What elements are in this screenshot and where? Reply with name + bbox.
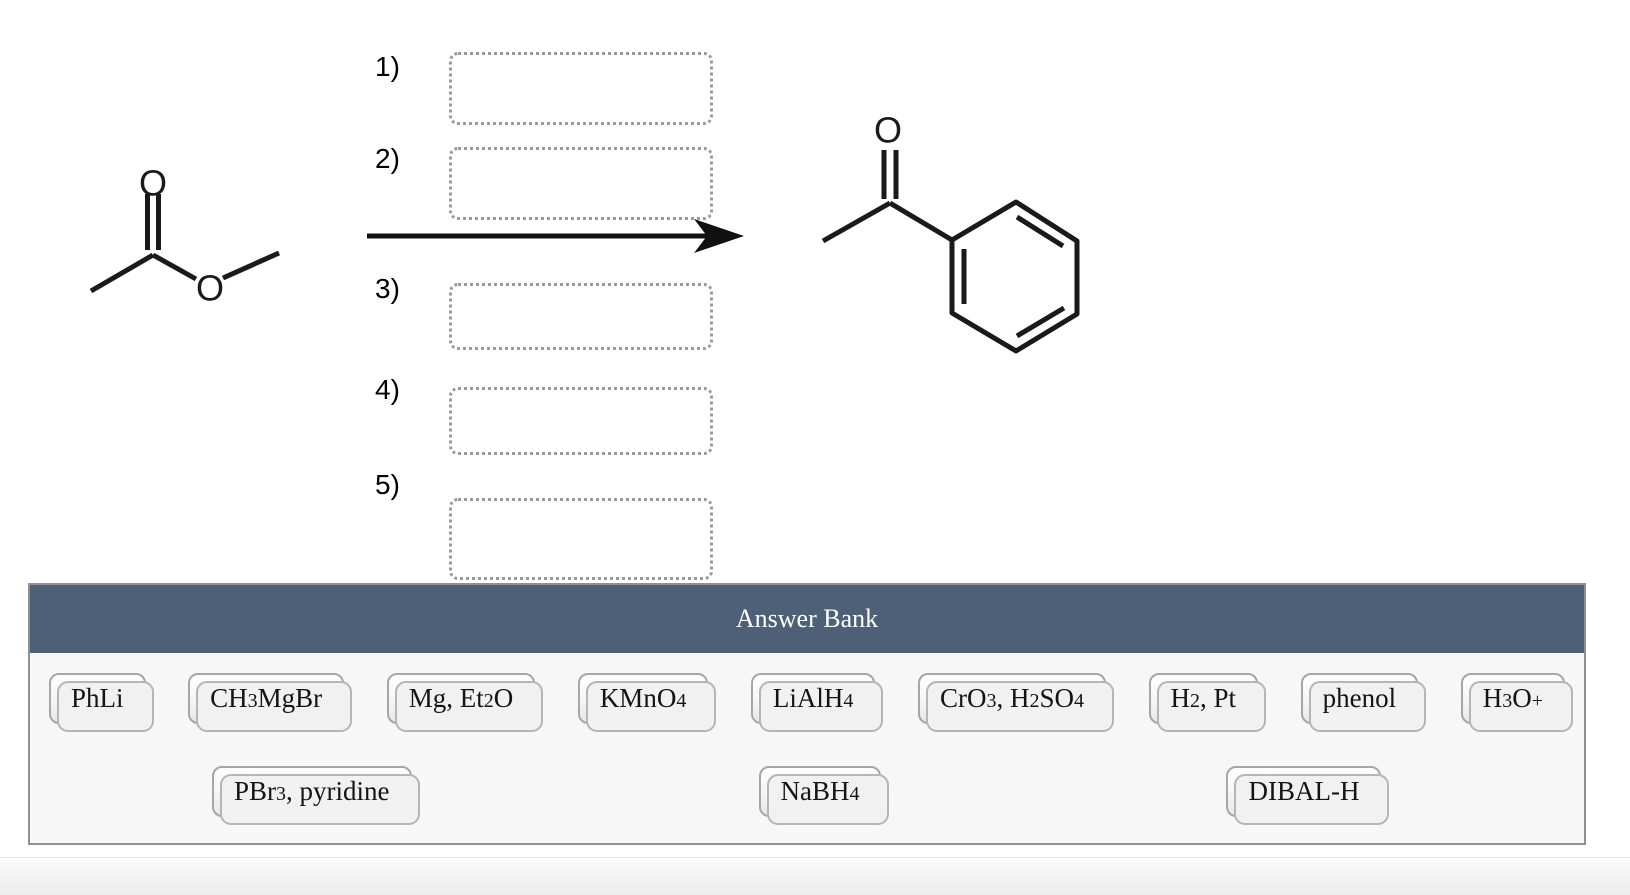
chip-label-part: , H	[996, 683, 1030, 713]
reaction-scheme-drawing: O O O	[89, 110, 1080, 354]
drop-zone-2[interactable]	[449, 147, 713, 220]
step-label-1: 1)	[375, 51, 400, 82]
drop-zone-4[interactable]	[449, 387, 713, 455]
answer-bank-title: Answer Bank	[735, 604, 879, 633]
chip-label-part: MgBr	[257, 683, 323, 713]
chip-label-part: H	[1482, 683, 1503, 713]
chip-label-part: , pyridine	[286, 776, 390, 806]
chip-label-part: H	[1170, 683, 1191, 713]
chip-label-part: O	[493, 683, 514, 713]
footer-strip	[0, 857, 1630, 895]
product-structure: O	[821, 110, 1080, 354]
chip-label-part: LiAlH	[772, 683, 844, 713]
ring-double-bond-top-right	[1015, 214, 1065, 249]
chip-phenol[interactable]: phenol	[1300, 673, 1419, 724]
chip-label-part: NaBH	[780, 776, 850, 806]
chip-dibal-h[interactable]: DIBAL-H	[1226, 766, 1382, 817]
chip-label-part: CrO	[939, 683, 987, 713]
reactant-o-methyl-bond	[221, 250, 281, 281]
drop-zone-3[interactable]	[449, 283, 713, 350]
reactant-carbonyl-oxygen-label: O	[139, 163, 167, 204]
drop-zone-1[interactable]	[449, 52, 713, 125]
chip-label-part: Mg, Et	[408, 683, 484, 713]
chip-label-part: phenol	[1322, 683, 1397, 713]
chip-label-part: KMnO	[599, 683, 677, 713]
chip-label-part: PBr	[234, 776, 277, 806]
chip-label-part: O	[1512, 683, 1532, 713]
reactant-ester-oxygen-label: O	[196, 268, 224, 309]
chip-label-part: DIBAL-H	[1248, 776, 1360, 806]
chip-phli[interactable]: PhLi	[49, 673, 146, 724]
chip-label-part: SO	[1039, 683, 1074, 713]
reaction-arrow	[367, 219, 744, 253]
step-label-3: 3)	[375, 273, 400, 304]
reactant-structure: O O	[89, 163, 281, 309]
drop-zone-5[interactable]	[449, 498, 713, 580]
reaction-arrow-head	[694, 219, 744, 253]
step-label-2: 2)	[375, 143, 400, 174]
chip-label-part: CH	[210, 683, 248, 713]
product-carbonyl-oxygen-label: O	[874, 110, 902, 151]
answer-bank-header: Answer Bank	[30, 585, 1584, 653]
benzene-ring	[949, 199, 1080, 354]
step-label-4: 4)	[375, 374, 400, 405]
reactant-methyl-bond	[89, 252, 155, 294]
chip-label-part: PhLi	[71, 683, 124, 713]
chip-label-part: , Pt	[1200, 683, 1237, 713]
step-label-5: 5)	[375, 469, 400, 500]
product-methyl-bond	[821, 200, 892, 244]
product-c-ring-bond	[888, 200, 954, 243]
ring-double-bond-bottom-right	[1015, 305, 1066, 339]
reactant-c-o-bond	[151, 252, 198, 282]
reaction-scheme: O O O 1) 2) 3) 4) 5)	[89, 51, 1080, 580]
